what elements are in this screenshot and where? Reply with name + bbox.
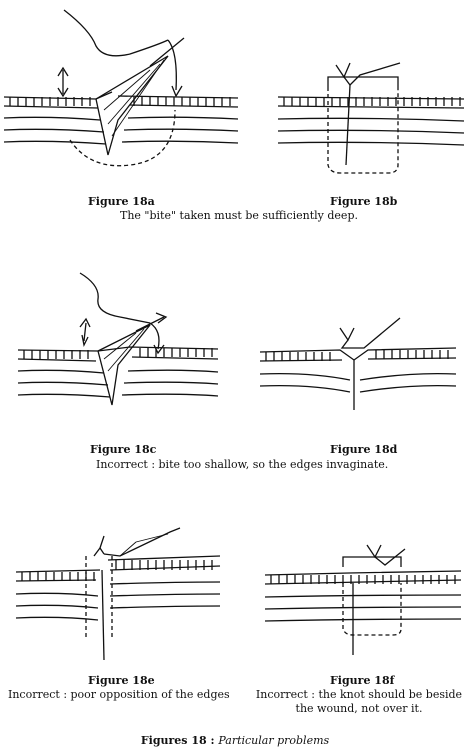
figure-18b-label: Figure 18b	[330, 195, 398, 208]
figure-18e-diagram	[0, 520, 240, 665]
figure-18a-diagram	[0, 0, 240, 195]
figure-18f-caption: Incorrect : the knot should be beside th…	[255, 688, 463, 715]
figure-18b-diagram	[270, 55, 470, 195]
main-caption-title: Particular problems	[218, 734, 330, 747]
figure-18f-diagram	[255, 525, 465, 665]
figure-18a-label: Figure 18a	[88, 195, 155, 208]
figure-18e-label: Figure 18e	[88, 674, 155, 687]
figures-main-caption: Figures 18 : Particular problems	[0, 734, 470, 747]
main-caption-prefix: Figures 18 :	[140, 734, 219, 747]
figure-18c-diagram	[0, 265, 240, 440]
figure-18ab-caption: The "bite" taken must be sufficiently de…	[120, 209, 358, 222]
figure-18cd-caption: Incorrect : bite too shallow, so the edg…	[96, 458, 389, 471]
figure-18c-label: Figure 18c	[90, 443, 157, 456]
figure-18f-label: Figure 18f	[330, 674, 395, 687]
figure-18d-diagram	[250, 300, 465, 440]
figure-18d-label: Figure 18d	[330, 443, 398, 456]
figure-18e-caption: Incorrect : poor opposition of the edges	[8, 688, 230, 701]
